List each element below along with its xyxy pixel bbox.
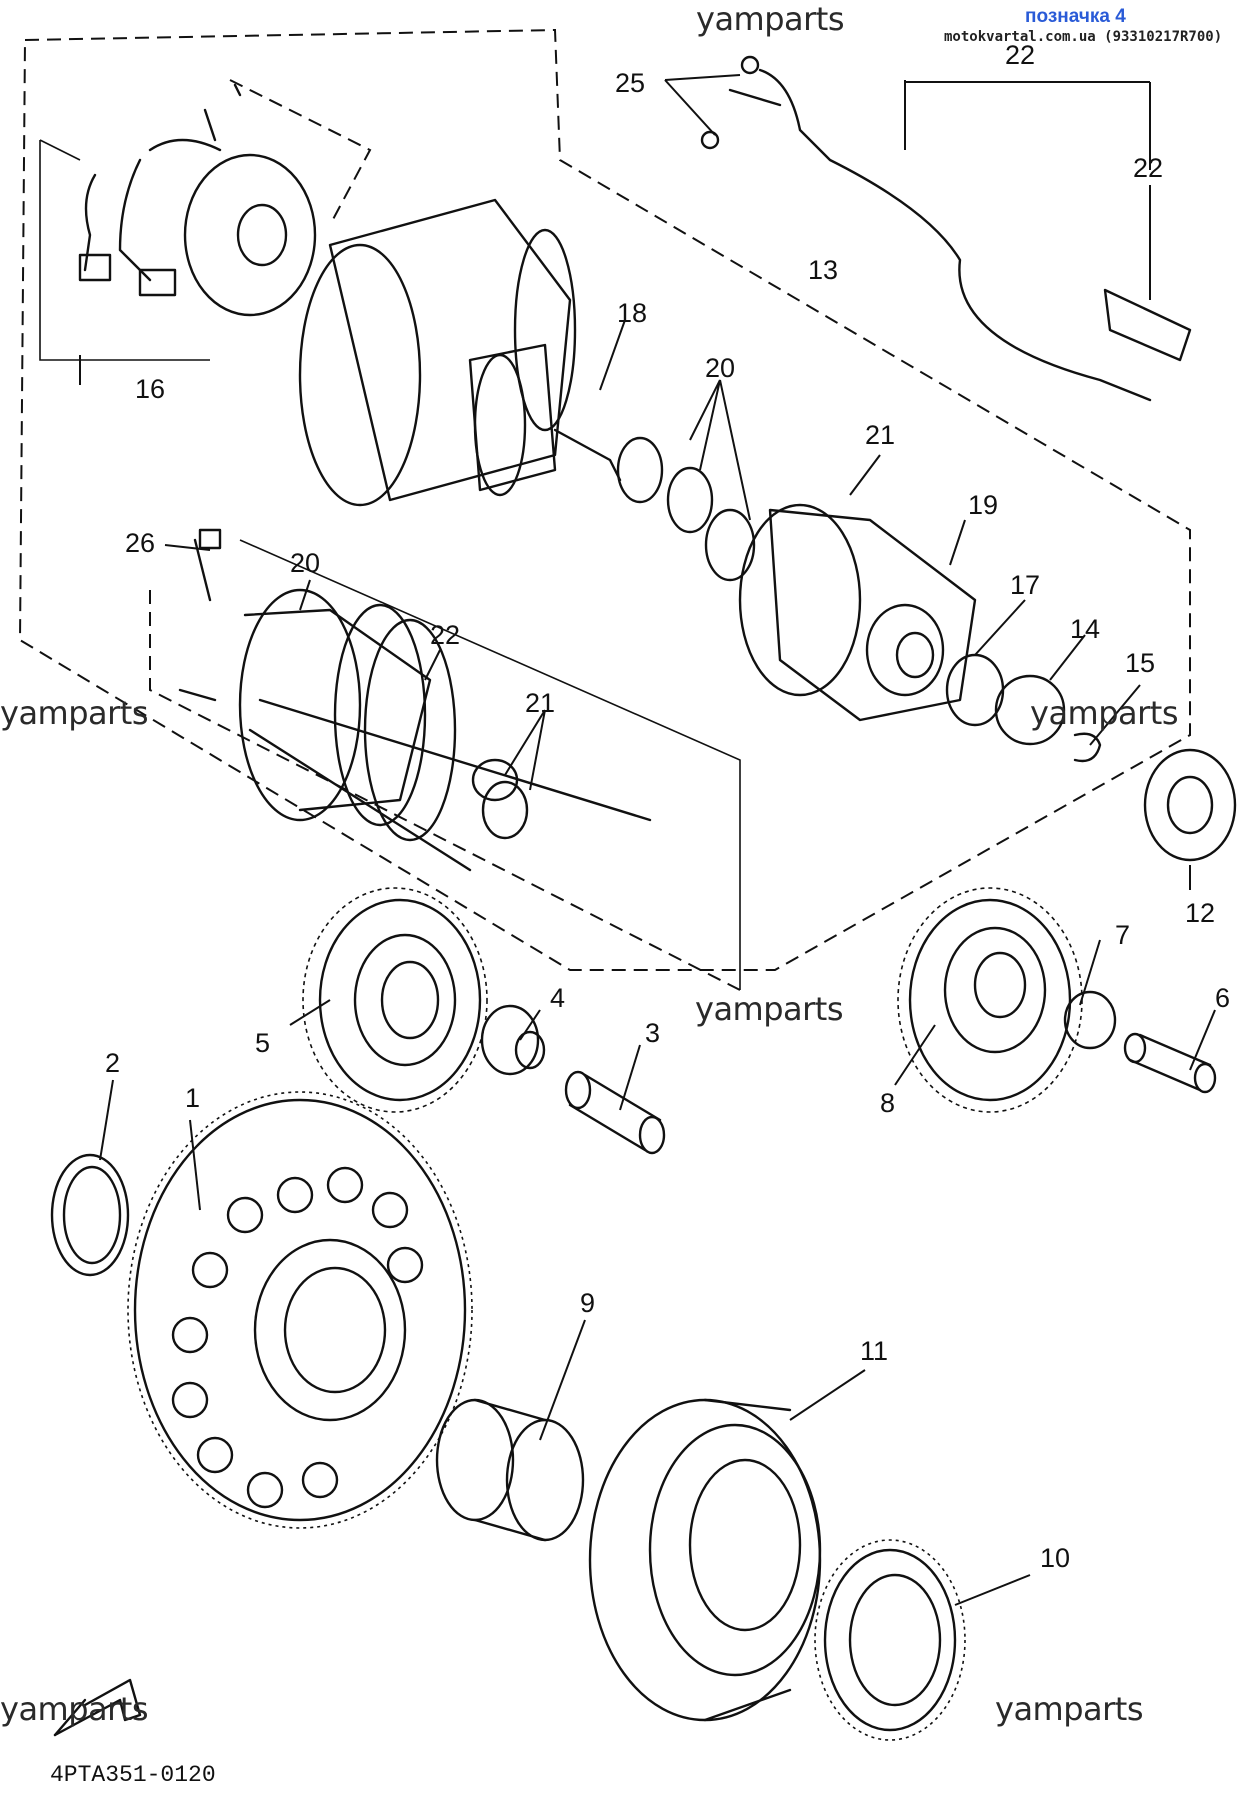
- bearing-7-and-shaft-6: [1063, 990, 1217, 1094]
- motor-front-cover-part: [178, 528, 652, 872]
- idle-gear-8-part: [897, 887, 1083, 1113]
- callout-8: 8: [880, 1088, 896, 1118]
- one-way-clutch-10-part: [814, 1539, 966, 1741]
- idle-gear-5-part: [302, 887, 488, 1113]
- brush-holder-part: [78, 83, 317, 317]
- callout-17: 17: [1010, 570, 1041, 600]
- header-site-reference: motokvartal.com.ua (93310217R700): [944, 29, 1223, 45]
- lead-wire-part: [700, 55, 1192, 402]
- callout-15: 15: [1125, 648, 1156, 678]
- callout-11: 11: [860, 1336, 889, 1366]
- callout-21-upper: 20: [705, 353, 736, 383]
- callout-14: 14: [1070, 614, 1101, 644]
- callout-25: 25: [615, 68, 646, 98]
- callout-22-upper: 21: [865, 420, 896, 450]
- callout-2: 2: [105, 1048, 121, 1078]
- watermark-top: yamparts: [696, 0, 845, 38]
- callout-16: 16: [135, 374, 166, 404]
- callout-20: 20: [290, 548, 321, 578]
- washer-2-part: [50, 1153, 130, 1277]
- motor-yoke-part: [298, 198, 622, 507]
- callout-leader-lines: [79, 74, 1216, 1606]
- callout-9: 9: [580, 1288, 596, 1318]
- watermark-left: yamparts: [0, 694, 149, 732]
- washers-and-orings: [333, 436, 1005, 842]
- callout-22-lower: 22: [430, 620, 461, 650]
- callout-1: 1: [185, 1083, 201, 1113]
- callout-26: 26: [125, 528, 156, 558]
- callout-23: 22: [1005, 40, 1036, 70]
- callout-18: 18: [617, 298, 648, 328]
- starter-clutch-11-part: [588, 1398, 822, 1722]
- callout-13: 13: [808, 255, 839, 285]
- callout-4: 4: [550, 983, 566, 1013]
- watermark-bottom-left: yamparts: [0, 1690, 149, 1728]
- watermark-center: yamparts: [695, 990, 844, 1028]
- starter-wheel-gear-1-part: [127, 1091, 473, 1529]
- callout-21-lower: 21: [525, 688, 556, 718]
- callout-6: 6: [1215, 983, 1231, 1013]
- header-link[interactable]: позначка 4: [1025, 6, 1126, 27]
- callout-12: 12: [1185, 898, 1216, 928]
- needle-bearing-9-part: [435, 1398, 585, 1542]
- small-gear-bearing-parts: [994, 674, 1237, 862]
- motor-end-cover-part: [738, 503, 977, 722]
- callout-10: 10: [1040, 1543, 1071, 1573]
- callout-19: 19: [968, 490, 999, 520]
- brush-holder-outline: [39, 139, 210, 361]
- bearing-4-and-shaft-3: [480, 1004, 666, 1155]
- callout-7: 7: [1115, 920, 1131, 950]
- watermark-right: yamparts: [1030, 694, 1179, 732]
- forward-direction-arrow: [53, 1678, 142, 1737]
- callout-3: 3: [645, 1018, 661, 1048]
- diagram-part-code: 4PTA351-0120: [50, 1762, 216, 1788]
- callout-5: 5: [255, 1028, 271, 1058]
- starter-motor-assembly-outline: [18, 28, 1191, 971]
- watermark-bottom-right: yamparts: [995, 1690, 1144, 1728]
- callout-24: 22: [1133, 153, 1164, 183]
